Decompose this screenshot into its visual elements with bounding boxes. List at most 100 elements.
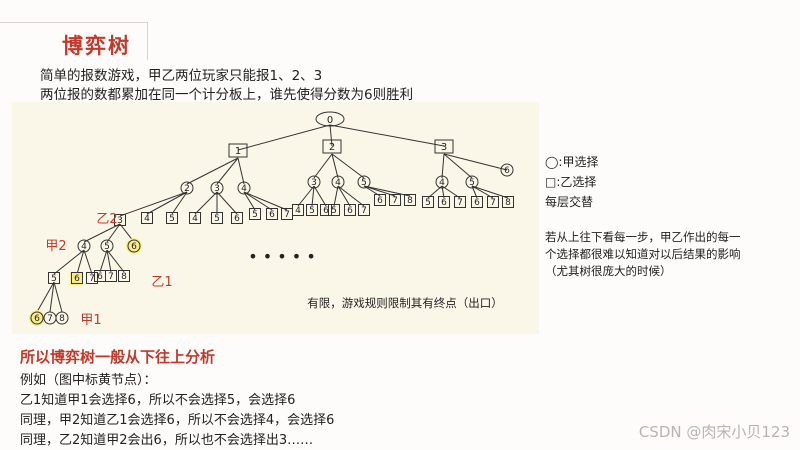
leaf-b-6-shape (358, 204, 370, 216)
example-line-1: 乙1知道甲1会选择6，所以不会选择5，会选择6 (20, 393, 296, 408)
node-1-child-3-shape (237, 181, 251, 195)
legend-square: □:乙选择 (545, 175, 597, 189)
node-1-label: 1 (235, 146, 241, 157)
node-3-child-1-label: 4 (439, 178, 445, 188)
example-line-2: 同理，甲2知道乙1会选择6，所以不会选择4，会选择6 (20, 413, 335, 428)
node-3-child-3-shape (500, 163, 514, 177)
leaf-c-1-label: 5 (425, 198, 431, 208)
bottom-child-3-shape (55, 311, 69, 325)
leaf-c-3-shape (454, 196, 466, 208)
node-1 (228, 143, 248, 158)
example-intro: 例如（图中标黄节点）： (20, 373, 157, 388)
leaf-b-3-shape (320, 204, 332, 216)
bottom-child-2-label: 7 (47, 314, 53, 324)
node-2-child-3-shape (357, 175, 371, 189)
path-b-3-shape (127, 239, 141, 253)
node-3-child-2-shape (465, 175, 479, 189)
leaf-a-2-label: 4 (144, 214, 150, 224)
path-c2-2-shape (105, 270, 117, 282)
leaf-b-2-label: 5 (309, 206, 315, 216)
leaf-b-7-shape (374, 194, 386, 206)
leaf-b-1-label: 4 (295, 206, 301, 216)
node-2-child-1-shape (307, 175, 321, 189)
leaf-b-2-shape (306, 204, 318, 216)
node-2-child-3-label: 5 (361, 178, 367, 188)
leaf-a-3-label: 5 (169, 214, 175, 224)
leaf-b-7-label: 6 (377, 196, 383, 206)
node-2-child-2-shape (331, 175, 345, 189)
leaf-a-6-label: 6 (234, 214, 240, 224)
example-line-3: 同理，乙2知道甲2会出6，所以也不会选择出3…… (20, 433, 314, 448)
path-c-3-label: 7 (89, 274, 95, 284)
intro-line-1: 简单的报数游戏，甲乙两位玩家只能报1、2、3 (40, 68, 323, 84)
label-yi2: 乙2 (96, 212, 117, 227)
leaf-b-3-label: 6 (323, 206, 329, 216)
bottom-child-3-label: 8 (59, 314, 65, 324)
leaf-a-3-shape (166, 212, 178, 224)
leaf-c-1-shape (422, 196, 434, 208)
bottom-child-1-label: 6 (34, 314, 40, 324)
leaf-c-5-shape (487, 196, 499, 208)
node-3-child-1-shape (435, 175, 449, 189)
page-title: 博弈树 (62, 34, 131, 58)
leaf-a-6-shape (231, 212, 243, 224)
leaf-b-5-label: 6 (347, 206, 353, 216)
leaf-a-7-shape (249, 208, 261, 220)
finite-note: 有限，游戏规则限制其有终点（出口） (307, 296, 503, 310)
node-3 (434, 139, 454, 154)
leaf-b-6-label: 7 (361, 206, 367, 216)
node-2-label: 2 (329, 142, 335, 153)
title-divider (147, 22, 148, 60)
leaf-b-8-label: 7 (392, 196, 398, 206)
leaf-a-1-shape (114, 214, 126, 226)
ellipsis-dots: • • • • • (248, 247, 316, 266)
path-c2-2-label: 7 (108, 272, 114, 282)
node-1-child-1-shape (180, 181, 194, 195)
leaf-a-5-label: 5 (214, 214, 220, 224)
label-jia1: 甲1 (80, 313, 101, 328)
node-2 (322, 139, 342, 154)
conclusion-heading: 所以博弈树一般从下往上分析 (20, 348, 216, 366)
leaf-a-4-shape (189, 212, 201, 224)
leaf-c-3-label: 7 (457, 198, 463, 208)
leaf-c-6-shape (502, 196, 514, 208)
label-yi1: 乙1 (151, 275, 172, 290)
leaf-a-1-label: 3 (117, 216, 123, 226)
node-3-label: 3 (441, 142, 447, 153)
intro-line-2: 两位报的数都累加在同一个计分板上，谁先使得分数为6则胜利 (40, 87, 414, 103)
leaf-c-4-shape (471, 196, 483, 208)
leaf-a-7-label: 5 (252, 210, 258, 220)
leaf-c-2-label: 6 (441, 198, 447, 208)
node-2-child-2-label: 4 (335, 178, 341, 188)
note-line-3: （尤其树很庞大的时候） (545, 264, 672, 278)
path-c2-1-label: 6 (97, 272, 103, 282)
leaf-c-4-label: 6 (474, 198, 480, 208)
path-b-1-shape (77, 239, 91, 253)
label-jia2: 甲2 (45, 239, 66, 254)
leaf-b-9-label: 8 (407, 196, 413, 206)
leaf-a-8-label: 6 (269, 210, 275, 220)
legend-alternate: 每层交替 (545, 195, 594, 209)
watermark: CSDN @肉宋小贝123 (638, 423, 790, 441)
path-c-2-shape (71, 272, 83, 284)
note-line-1: 若从上往下看每一步，甲乙作出的每一 (545, 230, 741, 244)
leaf-b-5-shape (344, 204, 356, 216)
path-c-3-shape (86, 272, 98, 284)
legend-circle: ◯:甲选择 (545, 155, 599, 169)
path-c2-3-label: 8 (121, 272, 127, 282)
leaf-a-2-shape (141, 212, 153, 224)
leaf-a-9-label: 7 (284, 210, 290, 220)
leaf-b-4-shape (328, 204, 340, 216)
path-c2-3-shape (118, 270, 130, 282)
node-1-child-3-label: 4 (241, 184, 247, 194)
leaf-b-8-shape (389, 194, 401, 206)
leaf-a-4-label: 4 (192, 214, 198, 224)
highlight-yi1 (70, 272, 83, 285)
path-b-1-label: 4 (81, 242, 87, 252)
node-3-child-2-label: 5 (469, 178, 475, 188)
root-node (315, 111, 345, 127)
title-underline (0, 22, 148, 23)
node-2-child-1-label: 3 (311, 178, 317, 188)
note-line-2: 个选择都很难以知道对以后结果的影响 (545, 247, 741, 261)
node-1-child-1-label: 2 (184, 184, 190, 194)
